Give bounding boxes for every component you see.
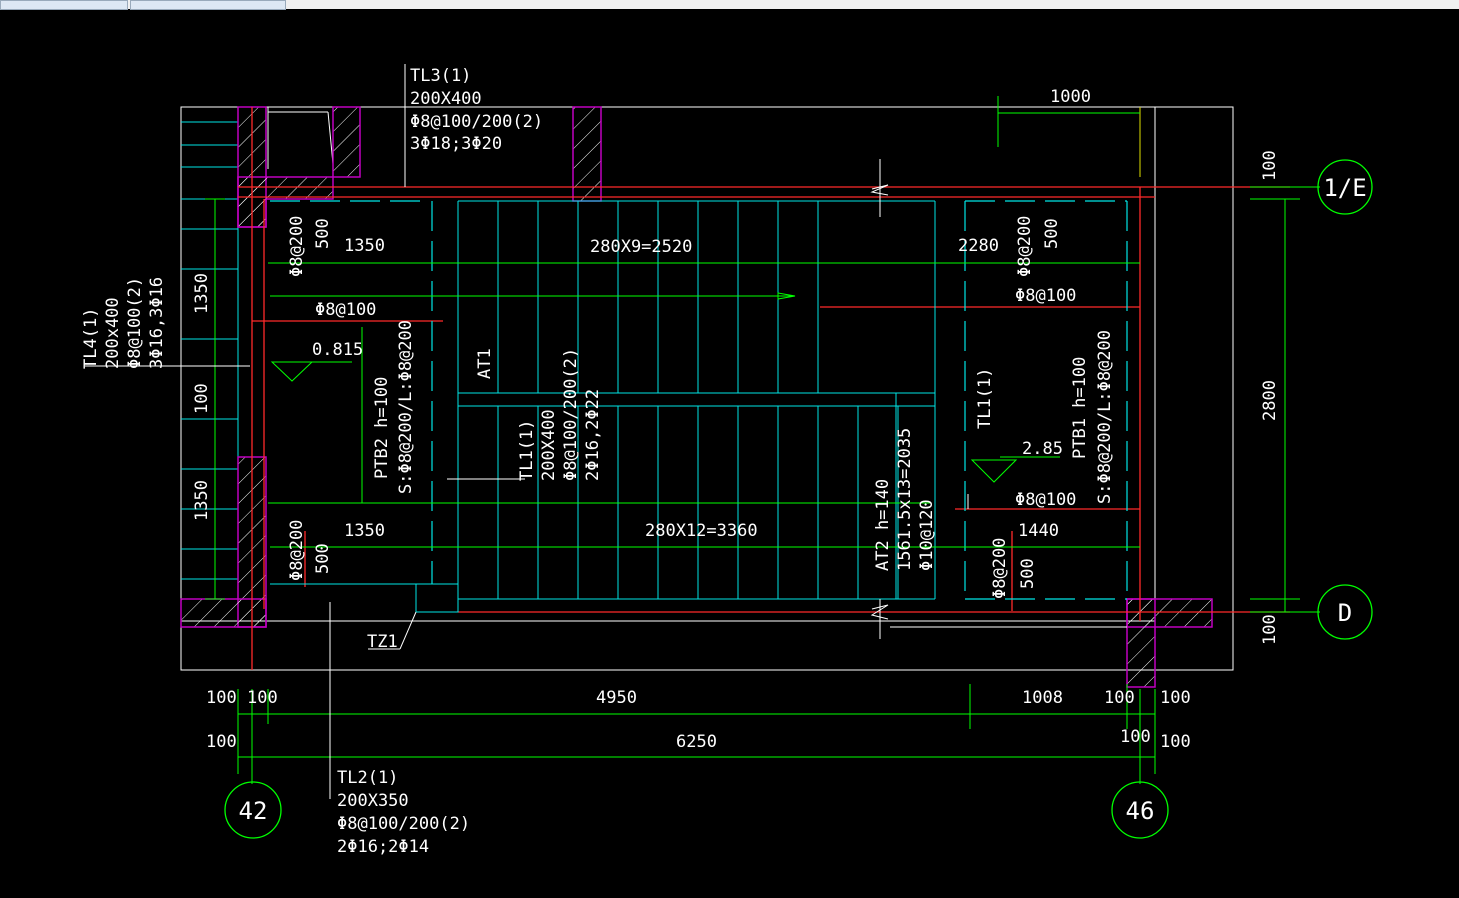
beam-tl2-note: TL2(1) 200X350 Φ8@100/200(2) 2Φ16;2Φ14 [337,768,470,857]
landing-dashed-lines [270,200,1128,600]
dim-500-br: 500 [1018,558,1038,589]
bottom-dim-1-3: 4950 [596,688,637,708]
beam-tl4-note: TL4(1) 200x400 Φ8@100(2) 3Φ16,3Φ16 [81,277,167,369]
dim-1350-bottom: 1350 [344,521,385,541]
dim-500-tr: 500 [1042,218,1062,249]
dim-1000: 1000 [1050,87,1091,107]
bottom-dim-1-4: 1008 [1022,688,1063,708]
tl2-line-1: TL2(1) [337,768,398,788]
leader-lines [85,64,1127,799]
cad-drawing-canvas[interactable]: TL3(1) 200X400 Φ8@100/200(2) 3Φ18;3Φ20 T… [0,9,1459,898]
bottom-dim-1-5: 100 [1104,688,1135,708]
axis-42-label: 42 [239,797,268,825]
elevation-right: 2.85 [1022,439,1063,459]
tl4-line-2: 200x400 [103,297,123,369]
ptb2-line-1: PTB2 h=100 [372,377,392,479]
slab-ptb2-note: PTB2 h=100 S:Φ8@200/L:Φ8@200 [372,320,416,494]
stair-at2-note: AT2 h=140 1561.5x13=2035 Φ10@120 [873,428,937,571]
rebar-bl: Φ8@200 [287,520,307,581]
tl1-right-label: TL1(1) [975,368,995,429]
tl4-line-4: 3Φ16,3Φ16 [147,277,167,369]
tl1-mid-line-1: TL1(1) [517,420,537,481]
tl3-line-1: TL3(1) [410,66,471,86]
rebar-tl: Φ8@200 [287,216,307,277]
elevation-left: 0.815 [312,340,363,360]
rebar-100-right: Φ8@100 [1015,286,1076,306]
dimension-lines [205,96,1320,784]
rebar-br: Φ8@200 [990,538,1010,599]
top-steps-label: 280X9=2520 [590,237,692,257]
rebar-tr: Φ8@200 [1015,216,1035,277]
dim-1350-top: 1350 [344,236,385,256]
tl4-line-1: TL4(1) [81,308,101,369]
tz1-label: TZ1 [367,632,398,652]
ptb1-line-1: PTB1 h=100 [1070,357,1090,459]
rebar-100-left: Φ8@100 [315,300,376,320]
bottom-dim-2-4: 100 [1160,732,1191,752]
tl1-mid-line-3: Φ8@100/200(2) [561,348,581,481]
left-dim-1350-top: 1350 [192,273,212,314]
bottom-dim-1-2: 100 [247,688,278,708]
right-dim-100-top: 100 [1260,150,1280,181]
slab-ptb1-note: PTB1 h=100 S:Φ8@200/L:Φ8@200 [1070,330,1115,504]
tl2-line-4: 2Φ16;2Φ14 [337,837,429,857]
axis-bubbles [224,159,1373,839]
tl2-line-3: Φ8@100/200(2) [337,814,470,834]
beam-tl1-mid-note: TL1(1) 200X400 Φ8@100/200(2) 2Φ16,2Φ22 [517,348,603,481]
axis-1e-label: 1/E [1323,174,1366,202]
axis-labels: 42 46 1/E D [239,174,1367,825]
stair-at1-label: AT1 [475,348,495,379]
plan-outline [180,106,1234,671]
at2-line-1: AT2 h=140 [873,479,893,571]
bottom-dimension-row-2: 100 6250 100 100 [206,727,1191,752]
beam-tl3-note: TL3(1) 200X400 Φ8@100/200(2) 3Φ18;3Φ20 [410,66,543,154]
window-top-bar [0,0,1459,10]
right-dim-2800: 2800 [1260,380,1280,421]
left-wall-hatch-lines [181,107,239,609]
bottom-dim-2-2: 6250 [676,732,717,752]
dim-1440: 1440 [1018,521,1059,541]
plan-labels: 280X9=2520 280X12=3360 1350 1350 2280 14… [192,87,1280,645]
right-dim-100-bottom: 100 [1260,614,1280,645]
tl4-line-3: Φ8@100(2) [125,277,145,369]
window-tab[interactable] [0,0,128,10]
tl3-line-4: 3Φ18;3Φ20 [410,134,502,154]
left-dim-100: 100 [192,383,212,414]
at2-line-3: Φ10@120 [917,499,937,571]
axis-46-label: 46 [1126,797,1155,825]
dim-2280: 2280 [958,236,999,256]
axis-d-label: D [1338,599,1352,627]
beam-lines [238,107,1290,670]
dim-500-tl: 500 [313,218,333,249]
ptb1-line-2: S:Φ8@200/L:Φ8@200 [1095,330,1115,504]
ptb2-line-2: S:Φ8@200/L:Φ8@200 [396,320,416,494]
dim-500-bl: 500 [313,543,333,574]
tl3-line-3: Φ8@100/200(2) [410,112,543,132]
tl3-line-2: 200X400 [410,89,482,109]
at2-line-2: 1561.5x13=2035 [895,428,915,571]
bottom-steps-label: 280X12=3360 [645,521,758,541]
bottom-dim-1-1: 100 [206,688,237,708]
tl2-line-2: 200X350 [337,791,409,811]
tl1-mid-line-2: 200X400 [539,409,559,481]
bottom-dim-1-6: 100 [1160,688,1191,708]
window-tab-active[interactable] [130,0,286,10]
bottom-dim-2-3: 100 [1120,727,1151,747]
tl1-mid-line-4: 2Φ16,2Φ22 [583,389,603,481]
left-dim-1350-bottom: 1350 [192,480,212,521]
bottom-dim-2-1: 100 [206,732,237,752]
bottom-dimension-row-1: 100 100 4950 1008 100 100 [206,688,1191,708]
wall-columns [180,106,1213,688]
rebar-100-lower: Φ8@100 [1015,490,1076,510]
